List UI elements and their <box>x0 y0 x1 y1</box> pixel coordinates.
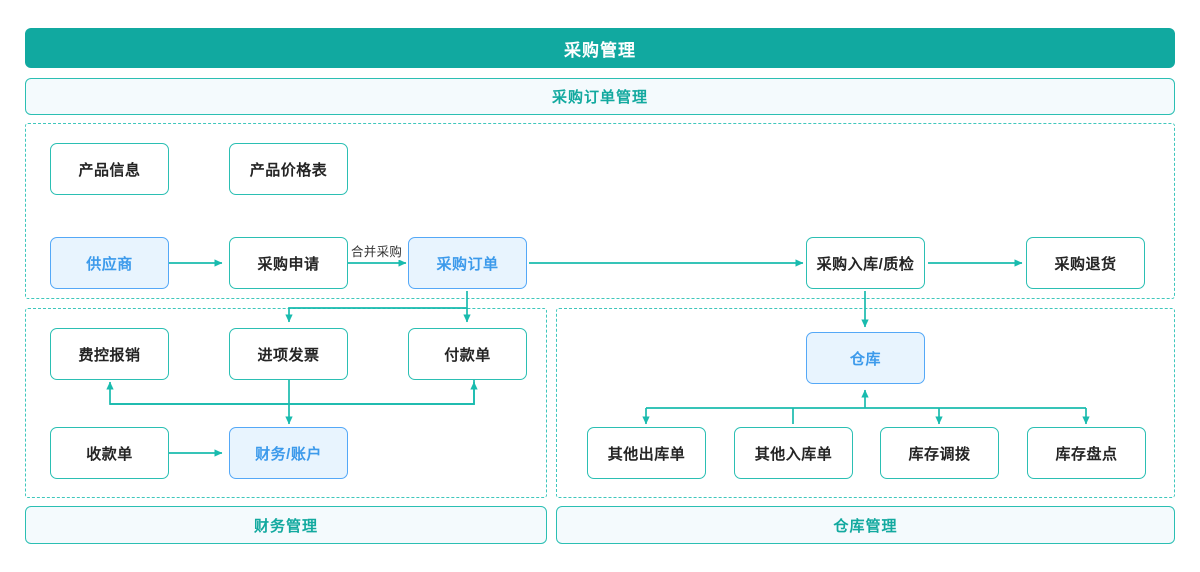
node-purchase-request[interactable]: 采购申请 <box>229 237 348 289</box>
node-receipt-voucher[interactable]: 收款单 <box>50 427 169 479</box>
page-title: 采购管理 <box>25 28 1175 68</box>
section-title-warehouse: 仓库管理 <box>556 506 1175 544</box>
node-payment-voucher[interactable]: 付款单 <box>408 328 527 380</box>
edge-label-merge-purchase: 合并采购 <box>350 241 404 260</box>
node-warehouse[interactable]: 仓库 <box>806 332 925 384</box>
node-stock-count[interactable]: 库存盘点 <box>1027 427 1146 479</box>
node-finance-account[interactable]: 财务/账户 <box>229 427 348 479</box>
node-other-inbound[interactable]: 其他入库单 <box>734 427 853 479</box>
node-purchase-return[interactable]: 采购退货 <box>1026 237 1145 289</box>
node-purchase-order[interactable]: 采购订单 <box>408 237 527 289</box>
node-expense-reimbursement[interactable]: 费控报销 <box>50 328 169 380</box>
node-other-outbound[interactable]: 其他出库单 <box>587 427 706 479</box>
node-product-price-list[interactable]: 产品价格表 <box>229 143 348 195</box>
group-purchase-order <box>25 123 1175 299</box>
node-stock-transfer[interactable]: 库存调拨 <box>880 427 999 479</box>
section-title-finance: 财务管理 <box>25 506 547 544</box>
node-input-invoice[interactable]: 进项发票 <box>229 328 348 380</box>
section-title-purchase-order: 采购订单管理 <box>25 78 1175 115</box>
node-supplier[interactable]: 供应商 <box>50 237 169 289</box>
node-product-info[interactable]: 产品信息 <box>50 143 169 195</box>
group-finance <box>25 308 547 498</box>
node-purchase-inbound-qc[interactable]: 采购入库/质检 <box>806 237 925 289</box>
